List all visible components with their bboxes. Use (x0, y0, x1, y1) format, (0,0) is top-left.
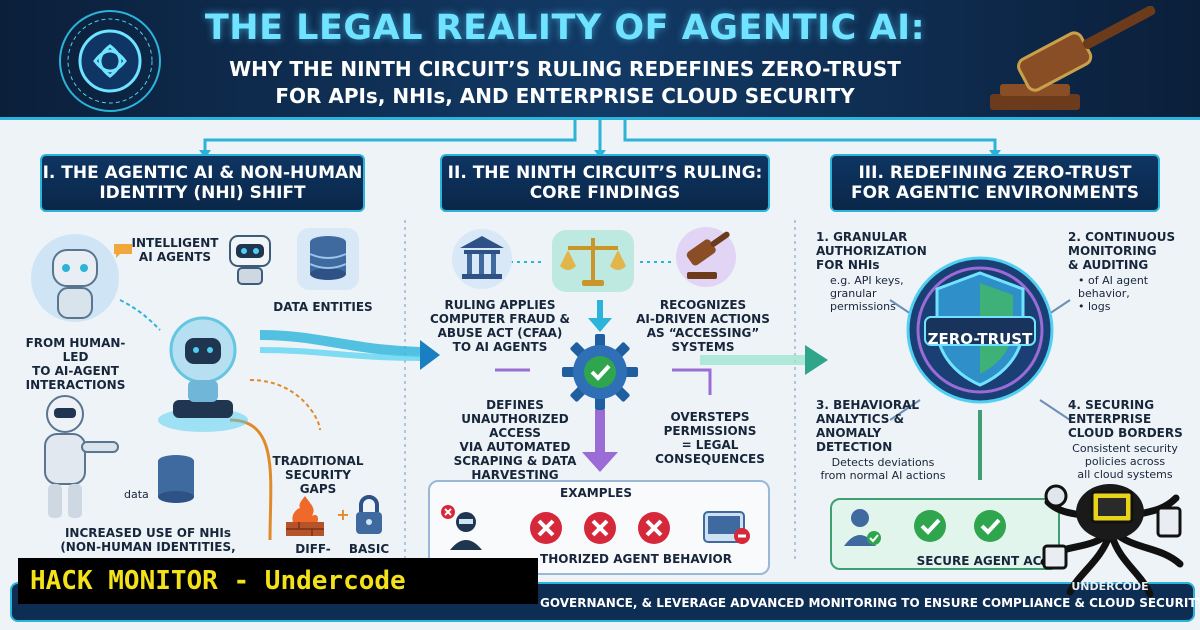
database-small-icon (158, 455, 194, 503)
data-entities-label: DATA ENTITIES (273, 300, 373, 314)
blocked-terminal-icon (703, 511, 750, 544)
examples-label: EXAMPLES (560, 486, 632, 500)
watermark-text: HACK MONITOR - Undercode (30, 566, 406, 596)
hack-monitor-watermark: HACK MONITOR - Undercode (18, 558, 538, 604)
ai-logo-icon (59, 10, 161, 112)
gavel-icon (990, 6, 1156, 110)
secure-agent-label: SECURE AGENT AC (916, 554, 1042, 568)
increased-nhi-label: INCREASED USE OF NHIs(NON-HUMAN IDENTITI… (60, 526, 236, 554)
page-subtitle-line1: WHY THE NINTH CIRCUIT’S RULING REDEFINES… (229, 57, 901, 81)
robot-small-icon (229, 235, 271, 285)
allow-icon-1 (914, 510, 946, 542)
deny-icon-2 (584, 512, 616, 544)
plus-icon: + (336, 505, 350, 524)
data-small-label: data (124, 488, 149, 501)
database-icon (297, 228, 359, 290)
diff-label: DIFF- (295, 542, 331, 556)
zero-trust-label: ZERO-TRUST (927, 330, 1033, 348)
deny-icon-1 (530, 512, 562, 544)
gear-check-icon (562, 334, 638, 410)
humanoid-robot-icon (44, 395, 119, 518)
header-banner (0, 0, 1200, 120)
page-title: THE LEGAL REALITY OF AGENTIC AI: (204, 8, 926, 48)
zero-trust-shield-icon (906, 256, 1054, 404)
hologram-agent-icon (158, 316, 248, 432)
chat-bubble-icon (114, 244, 132, 258)
section-header-ninth-circuit: II. THE NINTH CIRCUIT’S RULING:CORE FIND… (440, 154, 770, 212)
scales-icon (552, 230, 634, 292)
undercode-octopus-logo: UNDERCODE (1040, 484, 1184, 598)
unauthorized-behavior-label: THORIZED AGENT BEHAVIOR (540, 552, 732, 566)
page-subtitle-line2: FOR APIs, NHIs, AND ENTERPRISE CLOUD SEC… (275, 84, 855, 108)
deny-icon-3 (638, 512, 670, 544)
user-verified-icon (844, 509, 881, 546)
courthouse-icon (452, 229, 512, 289)
firewall-icon (286, 496, 324, 536)
footer-text: GOVERNANCE, & LEVERAGE ADVANCED MONITORI… (540, 596, 1200, 610)
gavel-small-icon (676, 227, 736, 287)
padlock-icon (356, 495, 382, 534)
basic-label: BASIC (348, 542, 390, 556)
robot-avatar-icon (31, 234, 119, 322)
undercode-logo-text: UNDERCODE (1071, 580, 1148, 593)
allow-icon-2 (974, 510, 1006, 542)
hacker-icon (441, 505, 482, 550)
